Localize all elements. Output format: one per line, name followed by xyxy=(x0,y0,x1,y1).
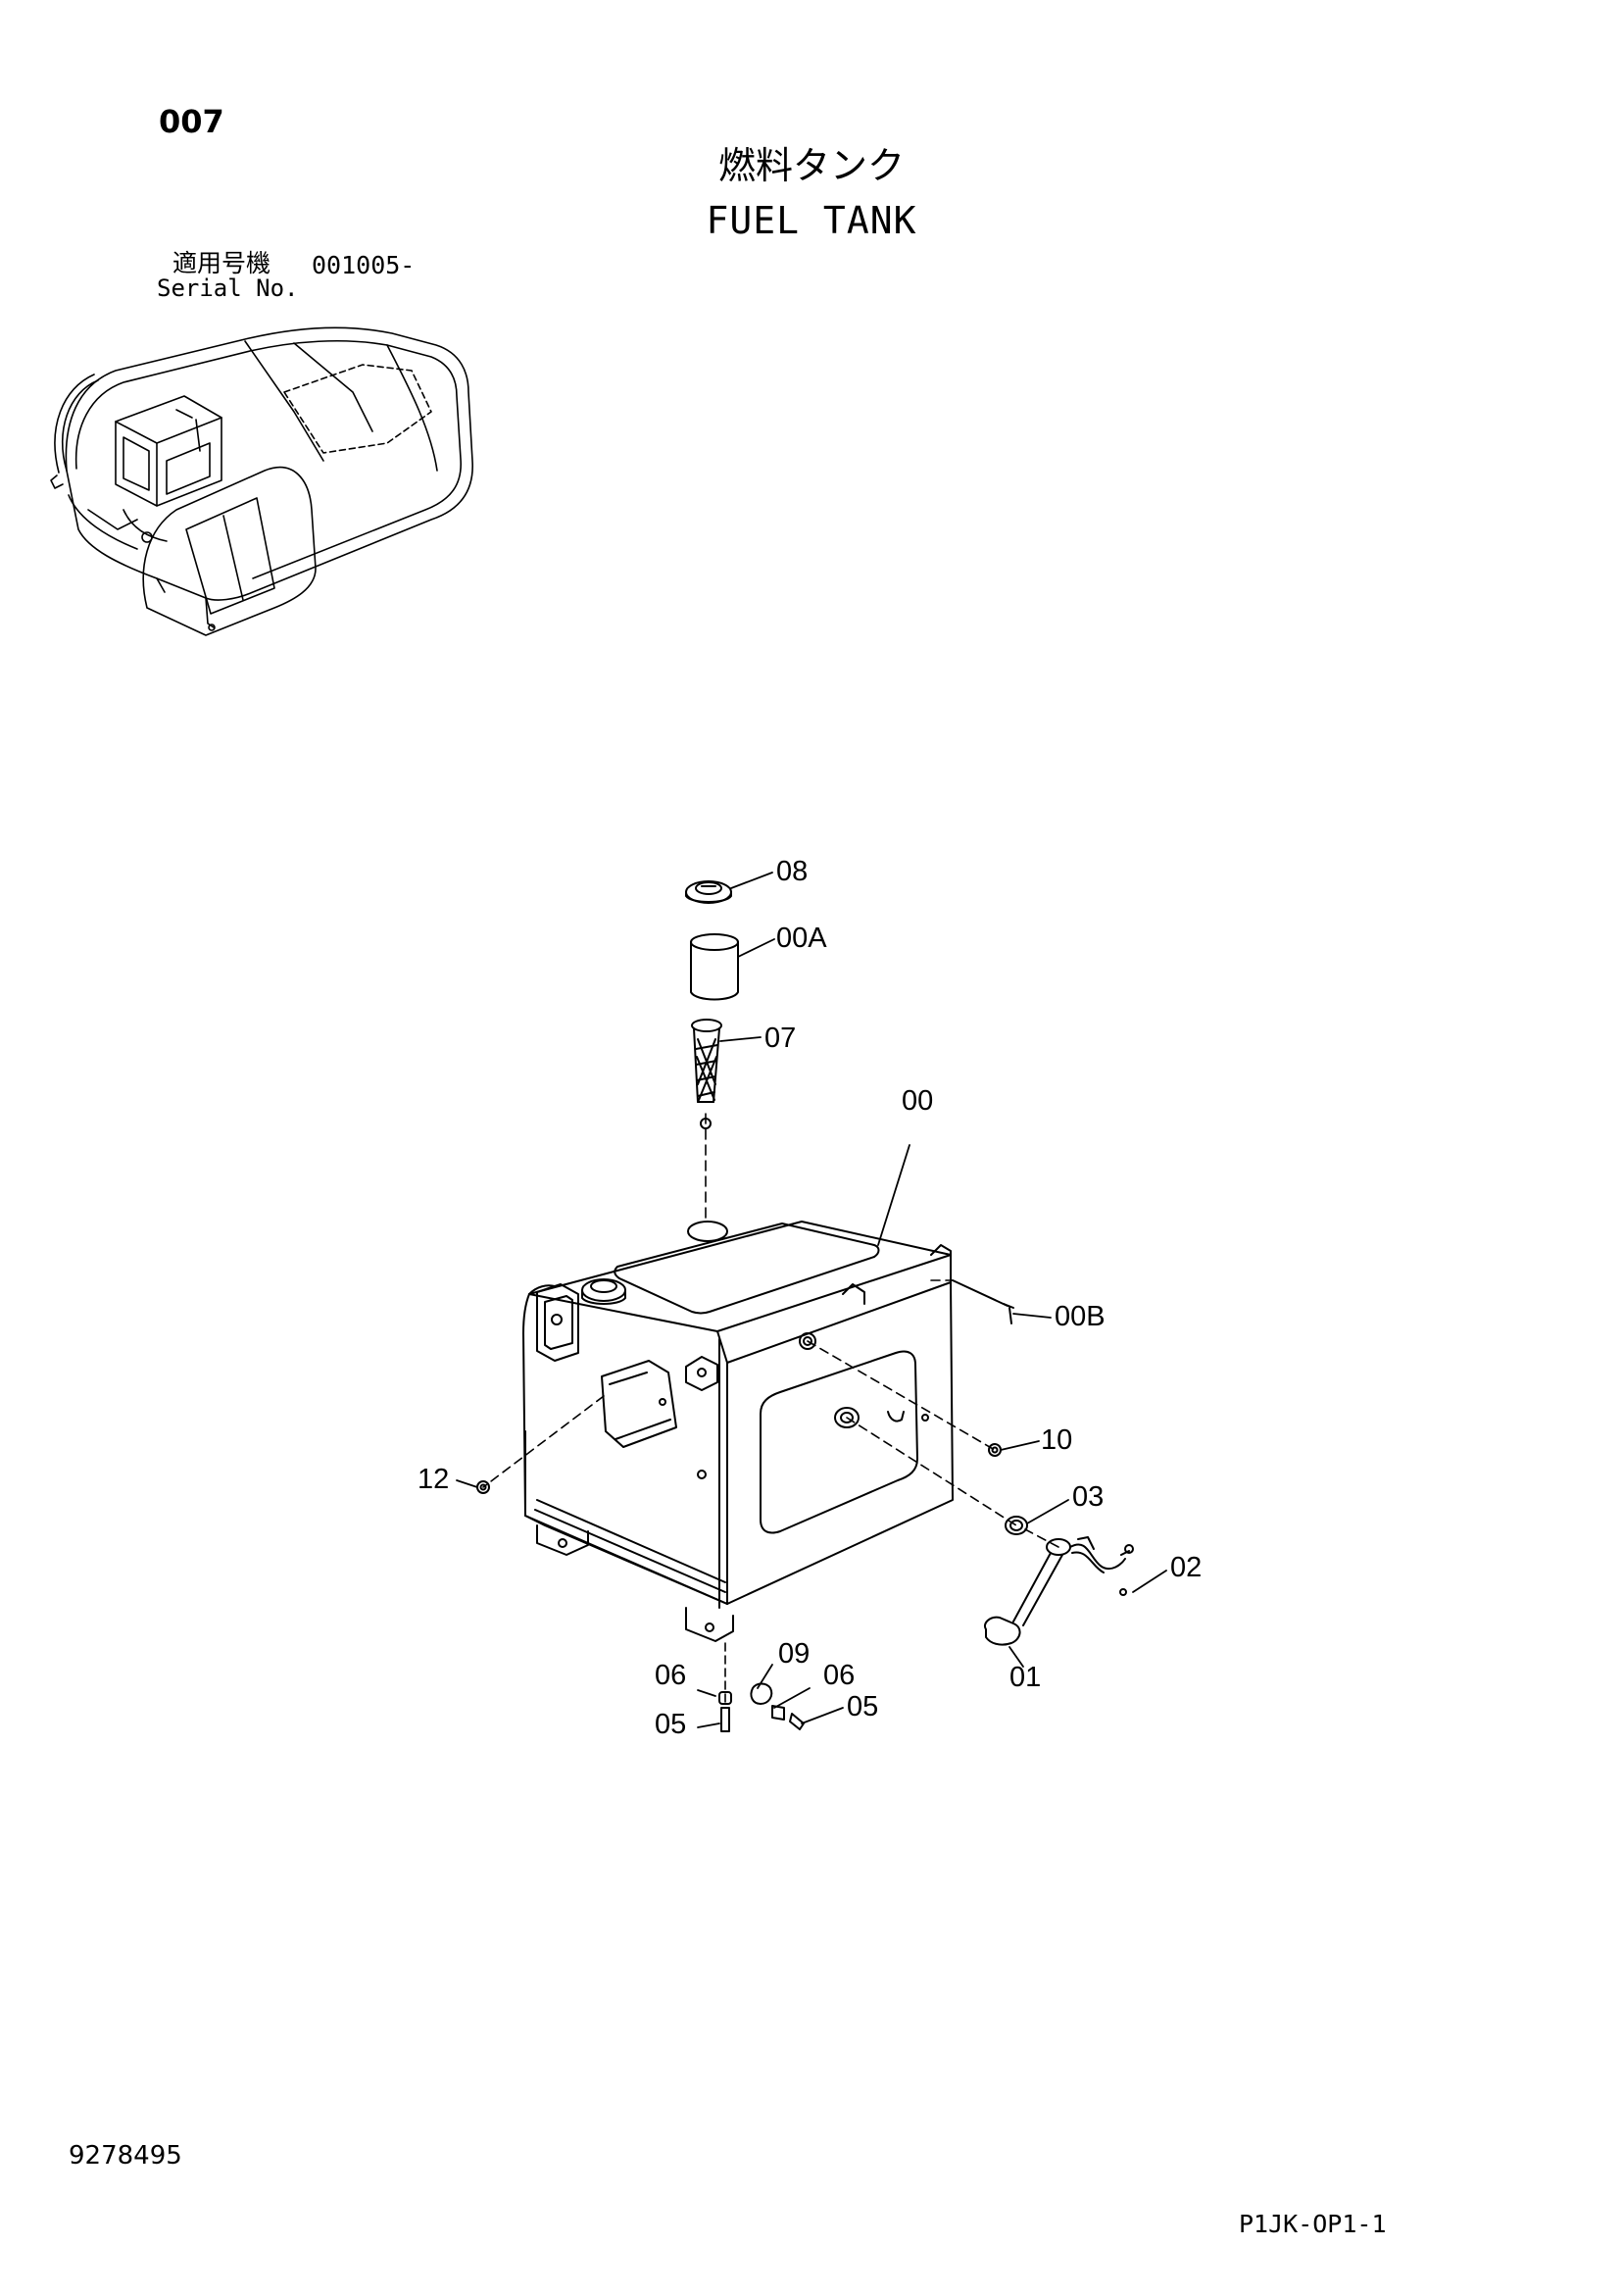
strainer xyxy=(691,1019,722,1103)
serial-label-japanese: 適用号機 xyxy=(172,249,271,277)
callout-00a: 00A xyxy=(776,923,827,954)
title-english: FUEL TANK xyxy=(706,199,917,242)
serial-label-english: Serial No. xyxy=(157,275,299,302)
page-code: P1JK-OP1-1 xyxy=(1239,2210,1387,2238)
callout-05-left: 05 xyxy=(655,1709,686,1740)
fuel-sender-01 xyxy=(984,1536,1126,1646)
fuel-cap xyxy=(685,880,732,904)
callout-00b: 00B xyxy=(1055,1301,1106,1332)
fuel-tank-body xyxy=(522,1221,954,1642)
callout-02: 02 xyxy=(1170,1552,1202,1583)
document-number: 9278495 xyxy=(69,2141,182,2171)
rod-00b xyxy=(952,1279,1014,1324)
drain-fasteners xyxy=(718,1642,805,1732)
callout-03: 03 xyxy=(1072,1481,1104,1513)
title-japanese: 燃料タンク xyxy=(717,144,905,187)
callout-12: 12 xyxy=(418,1464,449,1495)
callout-01: 01 xyxy=(1009,1662,1041,1693)
leader-lines xyxy=(456,872,1167,1728)
callout-00: 00 xyxy=(902,1085,933,1117)
callout-05-right: 05 xyxy=(847,1691,878,1722)
wire-02 xyxy=(1119,1544,1134,1596)
callout-06-right: 06 xyxy=(823,1660,855,1691)
gasket-03 xyxy=(1005,1516,1028,1535)
callout-09: 09 xyxy=(778,1638,810,1670)
page-number: 007 xyxy=(159,103,224,140)
callout-07: 07 xyxy=(764,1023,796,1054)
callout-10: 10 xyxy=(1041,1424,1072,1456)
machine-locator-thumbnail xyxy=(50,326,473,636)
callout-06-left: 06 xyxy=(655,1660,686,1691)
bolt-10 xyxy=(988,1443,1002,1457)
callout-08: 08 xyxy=(776,856,808,887)
assembly-lines xyxy=(482,1279,1059,1548)
filter-element xyxy=(690,933,739,1001)
serial-range: 001005- xyxy=(312,251,416,279)
callout-labels: 08 00A 07 00 00B 10 12 03 02 09 06 06 01… xyxy=(418,856,1202,1740)
